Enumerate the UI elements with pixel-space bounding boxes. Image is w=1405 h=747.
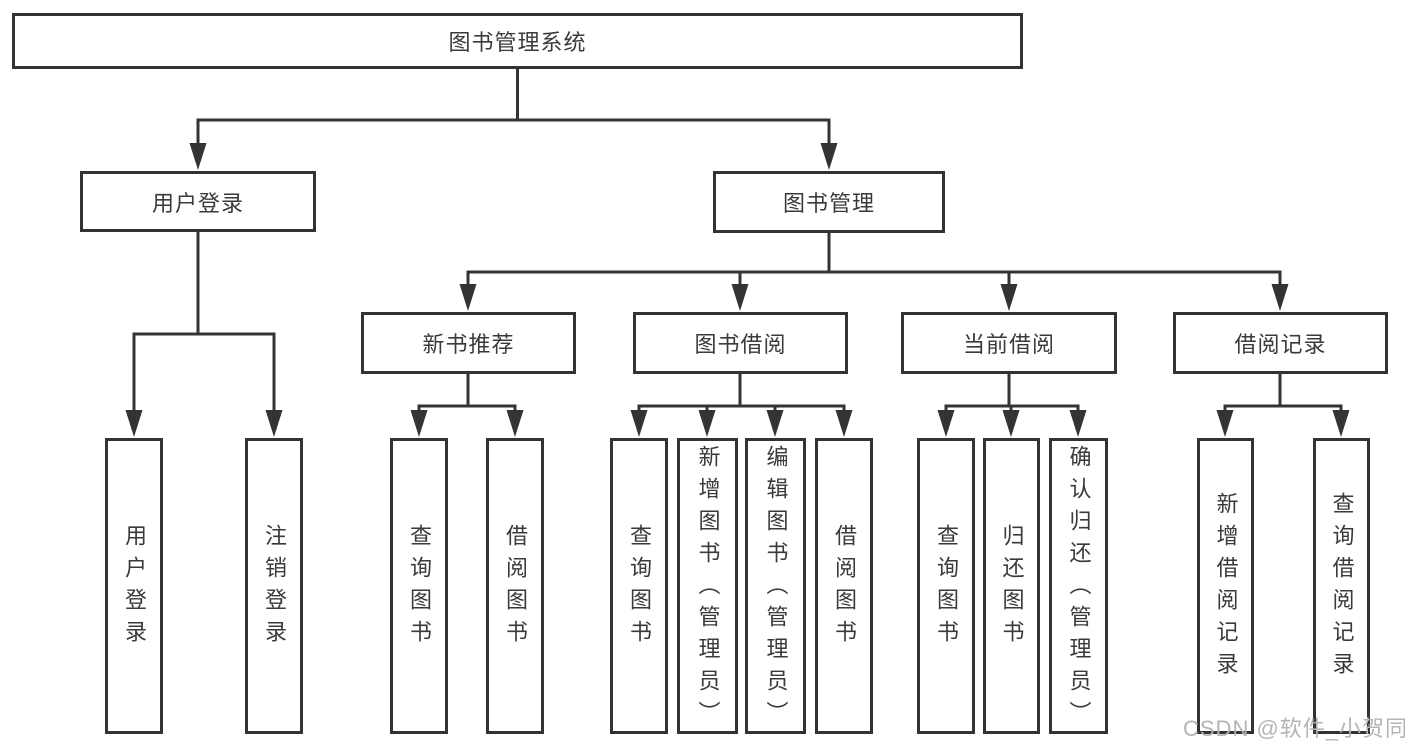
- leaf-borrow-books: 借阅图书: [815, 438, 873, 734]
- watermark: CSDN @软件_小贺同学: [1183, 716, 1405, 741]
- leaf-borrow-books-recommend: 借阅图书: [486, 438, 544, 734]
- node-user-login: 用户登录: [80, 171, 316, 232]
- leaf-confirm-return-admin: 确认归还（管理员）: [1049, 438, 1108, 734]
- leaf-add-book-admin: 新增图书（管理员）: [677, 438, 738, 734]
- leaf-add-borrow-record: 新增借阅记录: [1197, 438, 1254, 734]
- node-library-system: 图书管理系统: [12, 13, 1023, 69]
- leaf-return-book: 归还图书: [983, 438, 1040, 734]
- leaf-query-books-recommend: 查询图书: [390, 438, 448, 734]
- leaf-logout: 注销登录: [245, 438, 303, 734]
- leaf-user-login: 用户登录: [105, 438, 163, 734]
- leaf-query-books-borrowing: 查询图书: [610, 438, 668, 734]
- node-book-borrowing: 图书借阅: [633, 312, 848, 374]
- node-current-borrowing: 当前借阅: [901, 312, 1117, 374]
- leaf-query-books-current: 查询图书: [917, 438, 975, 734]
- node-borrow-records: 借阅记录: [1173, 312, 1388, 374]
- leaf-edit-book-admin: 编辑图书（管理员）: [745, 438, 806, 734]
- node-new-book-recommend: 新书推荐: [361, 312, 576, 374]
- node-book-management: 图书管理: [713, 171, 945, 233]
- leaf-query-borrow-record: 查询借阅记录: [1313, 438, 1370, 734]
